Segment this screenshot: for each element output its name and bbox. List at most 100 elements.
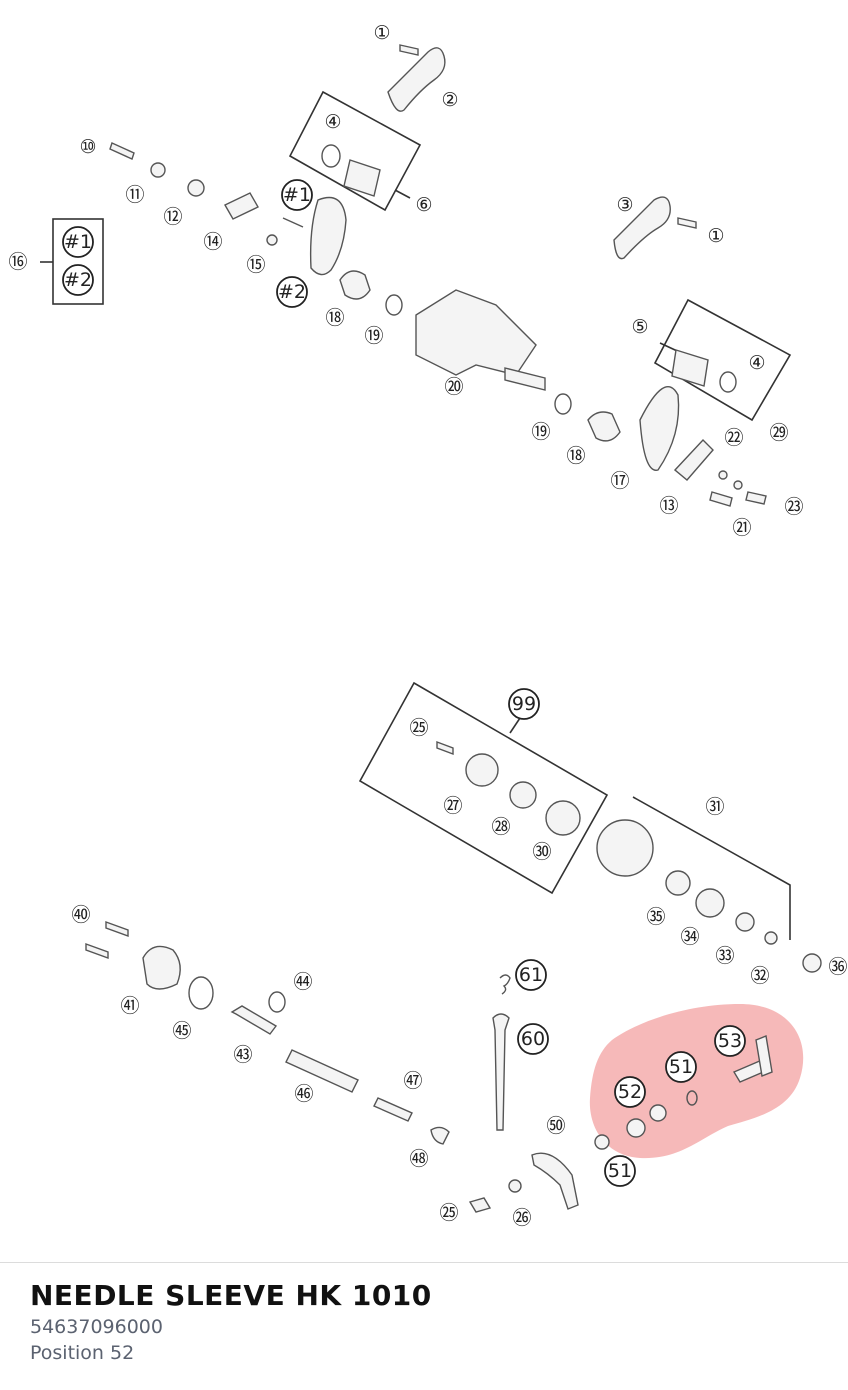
callout-label: ⑳: [444, 376, 463, 398]
callout-label: ㉖: [512, 1207, 531, 1229]
callout-c25a[interactable]: ㉕: [409, 717, 428, 739]
callout-label: ㊻: [294, 1083, 313, 1105]
callout-label: ㊼: [403, 1070, 422, 1092]
callout-circle: [276, 276, 308, 308]
callout-c11[interactable]: ⑪: [125, 184, 144, 206]
callout-c44[interactable]: ㊹: [293, 971, 312, 993]
callout-h1a[interactable]: #1: [62, 226, 94, 258]
callout-h1b[interactable]: #1: [281, 179, 313, 211]
callout-h2a[interactable]: #2: [62, 264, 94, 296]
callout-c40[interactable]: ㊵: [71, 904, 90, 926]
callout-c60[interactable]: 60: [517, 1023, 549, 1055]
callout-c21[interactable]: ㉑: [732, 517, 751, 539]
callout-c19b[interactable]: ⑲: [531, 421, 550, 443]
callout-label: ㉟: [646, 906, 665, 928]
callout-label: 99: [512, 693, 536, 715]
callout-c33[interactable]: ㉝: [715, 945, 734, 967]
callout-c52[interactable]: 52: [614, 1076, 646, 1108]
callout-c34[interactable]: ㉞: [680, 926, 699, 948]
callout-c5[interactable]: ⑤: [631, 316, 648, 338]
callout-label: ⑲: [364, 325, 383, 347]
callout-c6[interactable]: ⑥: [415, 194, 432, 216]
callout-c43[interactable]: ㊸: [233, 1044, 252, 1066]
highlight-region: [589, 1004, 804, 1159]
part-number: 54637096000: [30, 1316, 163, 1338]
callout-label: #1: [64, 231, 92, 253]
callout-label: ㊹: [293, 971, 312, 993]
callout-circle: [281, 179, 313, 211]
callout-c19a[interactable]: ⑲: [364, 325, 383, 347]
callout-label: ⑪: [125, 184, 144, 206]
callout-label: ㉕: [439, 1202, 458, 1224]
callout-label: ⑯: [8, 251, 27, 273]
callout-c4b[interactable]: ④: [748, 352, 765, 374]
callout-c99[interactable]: 99: [508, 688, 540, 720]
callout-c18a[interactable]: ⑱: [325, 307, 344, 329]
callout-c53[interactable]: 53: [714, 1025, 746, 1057]
part-position: Position 52: [30, 1342, 135, 1364]
callout-label: ⑱: [566, 445, 585, 467]
callout-c12[interactable]: ⑫: [163, 206, 182, 228]
callout-c17[interactable]: ⑰: [610, 470, 629, 492]
callout-c46[interactable]: ㊻: [294, 1083, 313, 1105]
callout-label: ③: [616, 194, 633, 216]
callout-c32[interactable]: ㉜: [750, 965, 769, 987]
callout-c47[interactable]: ㊼: [403, 1070, 422, 1092]
callout-c15[interactable]: ⑮: [246, 254, 265, 276]
callout-label: ㉚: [532, 841, 551, 863]
callout-c23[interactable]: ㉓: [784, 496, 803, 518]
callout-circle: [604, 1155, 636, 1187]
callout-label: ⑱: [325, 307, 344, 329]
callout-label: ⑭: [203, 231, 222, 253]
callout-c27[interactable]: ㉗: [443, 795, 462, 817]
callout-c41[interactable]: ㊶: [120, 995, 139, 1017]
callout-label: ㉜: [750, 965, 769, 987]
callout-c30[interactable]: ㉚: [532, 841, 551, 863]
callout-c51b[interactable]: 51: [604, 1155, 636, 1187]
callout-label: #1: [283, 184, 311, 206]
callout-c26[interactable]: ㉖: [512, 1207, 531, 1229]
callout-c1b[interactable]: ①: [707, 225, 724, 247]
divider: [0, 1262, 848, 1263]
callout-c20[interactable]: ⑳: [444, 376, 463, 398]
callout-c51a[interactable]: 51: [665, 1051, 697, 1083]
callout-c1a[interactable]: ①: [373, 22, 390, 44]
callout-c16[interactable]: ⑯: [8, 251, 27, 273]
callout-c50[interactable]: ㊿: [546, 1115, 565, 1137]
callout-c18b[interactable]: ⑱: [566, 445, 585, 467]
callout-c2[interactable]: ②: [441, 89, 458, 111]
callout-label: ㉑: [732, 517, 751, 539]
callout-label: ㉕: [409, 717, 428, 739]
callout-h2b[interactable]: #2: [276, 276, 308, 308]
callout-c28[interactable]: ㉘: [491, 816, 510, 838]
callout-c3[interactable]: ③: [616, 194, 633, 216]
callout-c29[interactable]: ㉙: [769, 422, 788, 444]
callout-c31[interactable]: ㉛: [705, 796, 724, 818]
callout-label: 60: [521, 1028, 545, 1050]
callout-label: ④: [748, 352, 765, 374]
callout-label: ⑮: [246, 254, 265, 276]
callout-label: ㉗: [443, 795, 462, 817]
callout-c61[interactable]: 61: [515, 959, 547, 991]
callout-c35[interactable]: ㉟: [646, 906, 665, 928]
callout-label: ㊱: [828, 956, 847, 978]
callout-c22[interactable]: ㉒: [724, 427, 743, 449]
callout-label: ①: [373, 22, 390, 44]
callout-label: ㉞: [680, 926, 699, 948]
callout-label: ㉙: [769, 422, 788, 444]
callout-label: ⑫: [163, 206, 182, 228]
callout-label: ④: [324, 111, 341, 133]
callout-c10[interactable]: ⑩: [79, 136, 96, 158]
callout-c14[interactable]: ⑭: [203, 231, 222, 253]
callout-c13[interactable]: ⑬: [659, 495, 678, 517]
callout-label: ㊽: [409, 1148, 428, 1170]
callout-label: ⑰: [610, 470, 629, 492]
callout-label: ②: [441, 89, 458, 111]
callout-c45[interactable]: ㊺: [172, 1020, 191, 1042]
callout-c48[interactable]: ㊽: [409, 1148, 428, 1170]
callout-c4a[interactable]: ④: [324, 111, 341, 133]
callout-c36[interactable]: ㊱: [828, 956, 847, 978]
callout-c25b[interactable]: ㉕: [439, 1202, 458, 1224]
